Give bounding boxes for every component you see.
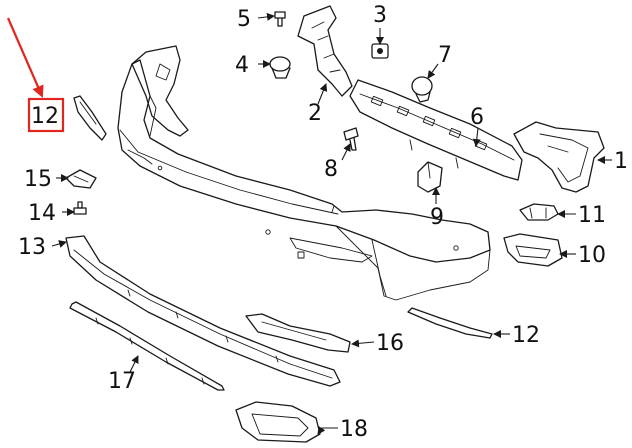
callout-17: 17: [108, 369, 136, 394]
exhaust-trim-part-18: [235, 401, 321, 443]
vertical-bracket-part-2: [297, 5, 353, 97]
clip-part-15: [65, 169, 97, 189]
callout-1: 1: [614, 149, 628, 174]
highlight-callout-12: [6, 17, 65, 133]
reinforcement-beam-part-6: [349, 79, 523, 181]
callout-10: 10: [578, 243, 606, 268]
bolt-part-8: [343, 127, 359, 151]
callout-7: 7: [438, 43, 452, 68]
callout-13: 13: [18, 235, 46, 260]
bumper-cover: [117, 45, 491, 301]
trim-strip-part-12-upper: [73, 95, 107, 141]
screw-part-5: [274, 11, 286, 27]
trim-strip-part-12-lower: [407, 307, 493, 339]
leader-lines: [51, 12, 612, 435]
callout-18: 18: [340, 417, 368, 442]
clip-part-4: [269, 56, 291, 79]
screw-part-14: [73, 201, 87, 215]
callout-9: 9: [430, 205, 444, 230]
callout-2: 2: [308, 101, 322, 126]
callout-12-upper: 12: [31, 104, 59, 129]
lower-valance-part-13: [65, 235, 341, 387]
nut-part-3: [371, 43, 389, 59]
clip-nut-part-7: [411, 76, 433, 103]
side-bracket-part-1: [513, 121, 605, 193]
callout-labels: 1 2 3 4 5 6 7 8 9 10 11 12 12 13 14 15 1…: [18, 3, 628, 442]
callout-16: 16: [376, 331, 404, 356]
bracket-part-9: [417, 161, 443, 193]
callout-8: 8: [324, 157, 338, 182]
clip-bracket-part-11: [519, 203, 559, 221]
callout-6: 6: [470, 105, 484, 130]
callout-5: 5: [237, 7, 251, 32]
lower-bracket-part-16: [245, 313, 351, 353]
callout-14: 14: [28, 201, 56, 226]
callout-11: 11: [578, 203, 606, 228]
reflector-housing-part-10: [503, 233, 563, 267]
callout-3: 3: [373, 3, 387, 28]
callout-12-lower: 12: [512, 323, 540, 348]
molding-strip-part-17: [69, 301, 225, 391]
callout-15: 15: [24, 167, 52, 192]
callout-4: 4: [235, 53, 249, 78]
